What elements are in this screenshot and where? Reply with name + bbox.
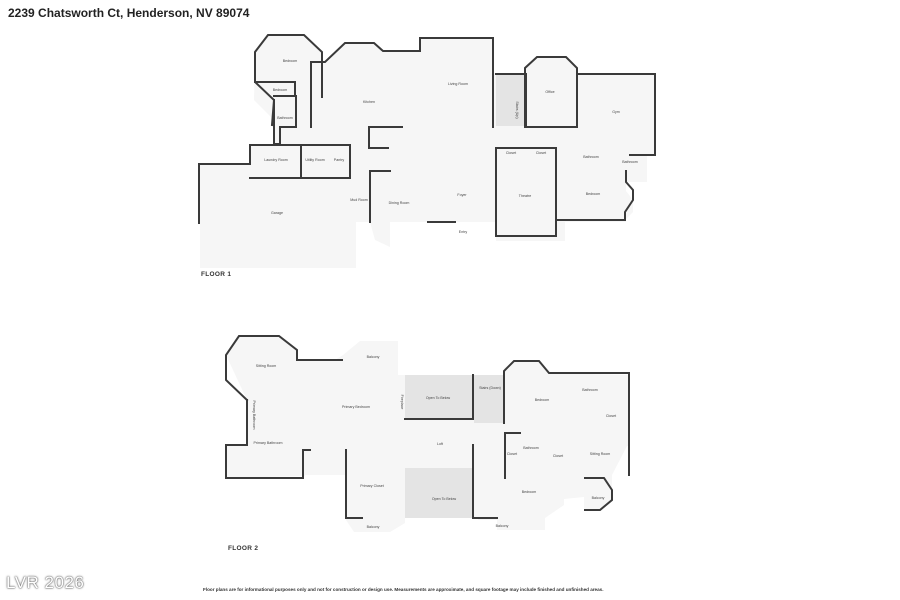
- room-label: Closet: [505, 151, 517, 155]
- floor-1-label: FLOOR 1: [201, 271, 232, 278]
- floor-2-open-wall: [404, 374, 474, 420]
- room-label: Pantry: [333, 158, 345, 162]
- room-label: Gym: [612, 110, 620, 114]
- room-label: Mud Room: [350, 198, 368, 202]
- room-label: Laundry Room: [264, 158, 288, 162]
- room-label: Balcony: [591, 496, 605, 500]
- room-label: Bedroom: [272, 88, 288, 92]
- open-to-below-area-2: [405, 468, 473, 518]
- room-label: Office: [545, 90, 555, 94]
- room-label: Sitting Room: [255, 364, 277, 368]
- watermark-logo: LVR 2026: [6, 573, 85, 592]
- floor-1-kitchen-pass: [368, 126, 389, 149]
- room-label: Living Room: [448, 82, 468, 86]
- room-label: Bedroom: [585, 192, 601, 196]
- room-label: Bathroom: [277, 116, 293, 120]
- room-label: Bathroom: [622, 160, 638, 164]
- room-label: Closet: [605, 414, 617, 418]
- stairs-down-area: [474, 375, 504, 423]
- floor-2-sitting-wall: [225, 335, 298, 402]
- floor-2-area: [226, 336, 629, 532]
- room-label: Primary Bathroom: [253, 441, 283, 445]
- room-label: Closet: [552, 454, 564, 458]
- floor-2-bedroom2-wall: [472, 444, 498, 519]
- room-label: Bathroom: [582, 388, 598, 392]
- listing-address-title: 2239 Chatsworth Ct, Henderson, NV 89074: [8, 6, 250, 20]
- floor-1-office-wall: [524, 56, 578, 128]
- room-label: Bathroom: [523, 446, 539, 450]
- room-label: Theatre: [518, 194, 532, 198]
- room-label: Stairs (Down): [479, 386, 501, 390]
- room-label: Closet: [506, 452, 518, 456]
- disclaimer-text: Floor plans are for informational purpos…: [203, 587, 604, 592]
- room-label: Dining Room: [388, 201, 410, 205]
- floor-1-bath-wall: [254, 81, 296, 97]
- room-label: Bathroom: [583, 155, 599, 159]
- stairs-up-area: [496, 74, 526, 126]
- room-label: Foyer: [457, 193, 467, 197]
- room-label: Loft: [437, 442, 443, 446]
- room-label: Primary Bathroom: [252, 400, 256, 430]
- floor-2-bath2-wall: [504, 432, 521, 479]
- floor-1-garage-wall: [198, 163, 251, 224]
- room-label: Fireplace: [400, 394, 404, 410]
- floor-1-bedroom-wall: [254, 34, 323, 127]
- room-label: Primary Bedroom: [342, 405, 370, 409]
- floor-2-balcony-right-wall: [584, 477, 613, 511]
- floor-1-bedroom-right-wall: [555, 170, 634, 221]
- room-label: Balcony: [495, 524, 509, 528]
- floor-1-hall-wall: [273, 95, 297, 145]
- floor-1-area: [200, 35, 655, 268]
- room-label: Bedroom: [282, 59, 298, 63]
- room-label: Open To Below: [425, 396, 451, 400]
- floor-2-bath-wall: [225, 399, 304, 479]
- floor-1-theatre-wall: [495, 147, 557, 237]
- floor-2-label: FLOOR 2: [228, 545, 259, 552]
- floor-2-bedroom-right-wall: [503, 360, 630, 476]
- room-label: Sitting Room: [589, 452, 611, 456]
- room-label: Closet: [535, 151, 547, 155]
- floor-1-laundry-wall: [249, 144, 351, 179]
- room-label: Kitchen: [363, 100, 375, 104]
- entry-label: Entry: [458, 230, 468, 234]
- room-label: Garage: [271, 211, 283, 215]
- floor-1-dining-wall: [369, 170, 391, 223]
- room-label: Bedroom: [534, 398, 550, 402]
- room-label: Utility Room: [305, 158, 325, 162]
- open-to-below-area-1: [405, 375, 473, 419]
- room-label: Balcony: [366, 525, 380, 529]
- floor-1-kitchen-wall: [310, 37, 494, 128]
- room-label: Primary Closet: [360, 484, 384, 488]
- room-label: Open To Below: [431, 497, 457, 501]
- room-label: Balcony: [366, 355, 380, 359]
- floor-1-gym-wall: [576, 73, 656, 156]
- room-label: Bedroom: [521, 490, 537, 494]
- floor-2-closet-wall: [345, 449, 363, 519]
- room-label: Stairs (Up): [515, 101, 519, 119]
